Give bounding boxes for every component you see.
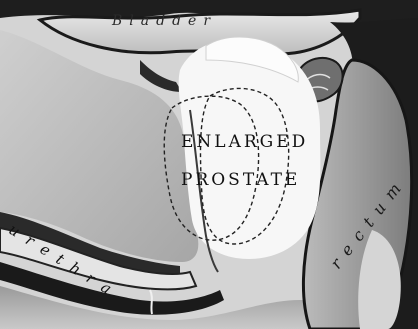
bladder-label: Bladder — [112, 14, 217, 28]
enlarged-label: ENLARGED — [181, 134, 308, 151]
prostate-label: PROSTATE — [181, 172, 300, 189]
